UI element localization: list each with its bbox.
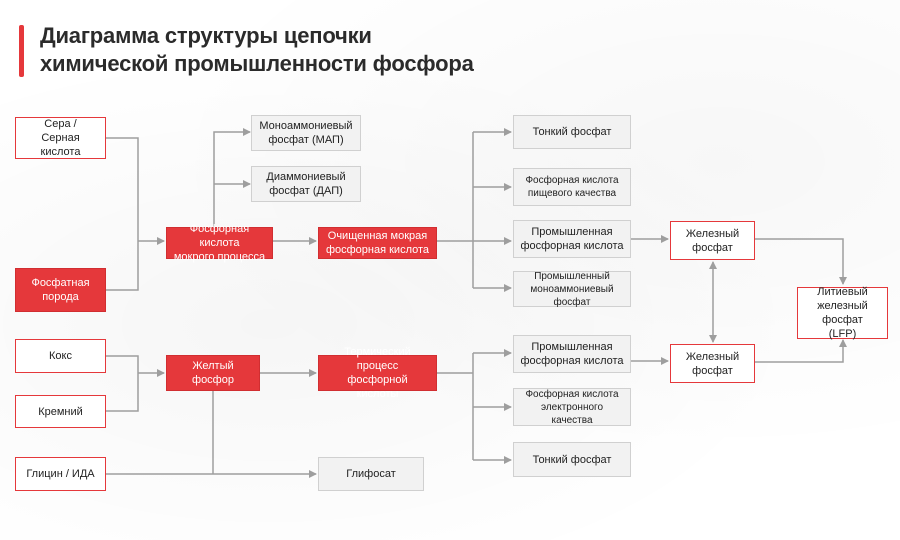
edge-iron-1-to-lfp [755,238,847,285]
node-glycine: Глицин / ИДА [15,457,106,491]
node-fine-phosphate-1: Тонкий фосфат [513,115,631,149]
title-line-2: химической промышленности фосфора [40,51,474,76]
node-coke: Кокс [15,339,106,373]
node-glyphosate: Глифосат [318,457,424,491]
edge-thermal-fanout [437,353,474,460]
title-line-1: Диаграмма структуры цепочки [40,23,372,48]
page-title: Диаграмма структуры цепочки химической п… [40,22,474,78]
node-sulfur: Сера /Серная кислота [15,117,106,159]
edge-coke-silicon-join [105,355,139,412]
edge-sulfur-join [105,137,139,291]
title-accent-bar [19,25,24,77]
edge-wet-acid-to-map [213,128,251,229]
edge-purified-fanout [437,132,474,288]
node-fine-phosphate-2: Тонкий фосфат [513,442,631,477]
edge-iron-2-to-lfp [755,339,847,363]
node-silicon: Кремний [15,395,106,428]
